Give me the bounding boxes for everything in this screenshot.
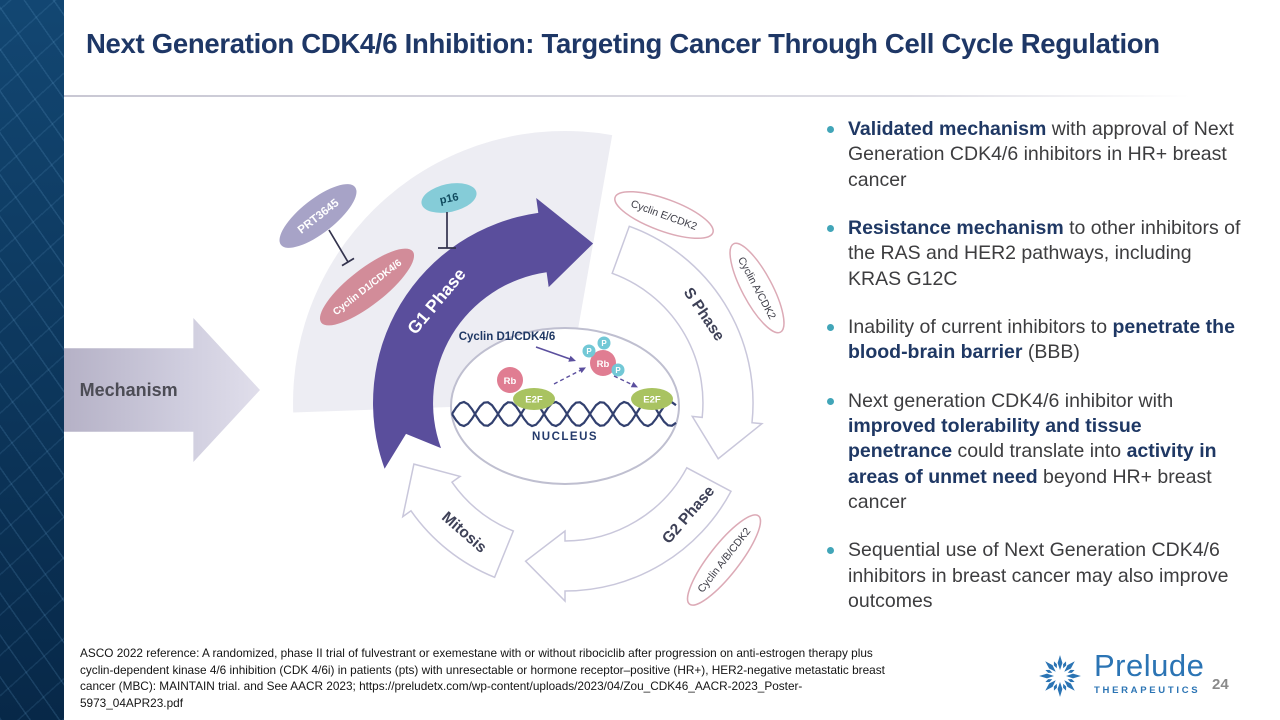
bullet-dot-icon xyxy=(827,225,834,233)
bullet-segment: could translate into xyxy=(952,440,1127,463)
bullet-segment: Inability of current inhibitors to xyxy=(848,316,1113,339)
g2-phase-arrow xyxy=(524,466,733,603)
s-phase-arrow xyxy=(611,225,764,460)
bullet-dot-icon xyxy=(827,397,834,405)
bullet-item: Validated mechanism with approval of Nex… xyxy=(827,117,1241,193)
bullet-dot-icon xyxy=(827,324,834,332)
logo-star-petal xyxy=(1057,682,1063,697)
p16-oval: p16 xyxy=(421,183,477,213)
decorative-side-band xyxy=(0,0,64,720)
page-number: 24 xyxy=(1212,676,1229,693)
cyclin-a-cdk2-oval: Cyclin A/CDK2 xyxy=(729,242,785,334)
phosphate-p-label: P xyxy=(601,339,607,348)
nucleus-label: NUCLEUS xyxy=(532,431,598,443)
logo-star-petal-small xyxy=(1053,683,1057,691)
prt3645-inhibition-bar xyxy=(328,229,355,267)
logo-star-petal-small xyxy=(1045,669,1053,673)
p16-inhibition-bar xyxy=(438,212,456,249)
mitosis-arrow xyxy=(401,463,515,579)
bullet-text: Validated mechanism with approval of Nex… xyxy=(848,117,1241,193)
bullet-segment: (BBB) xyxy=(1022,341,1080,364)
bullet-segment: beyond HR+ breast cancer xyxy=(848,465,1212,514)
bullet-item: Sequential use of Next Generation CDK4/6… xyxy=(827,538,1241,614)
dna-strand-a xyxy=(451,400,677,428)
e2f-free-arrowhead xyxy=(630,381,638,388)
bullet-segment: Next generation CDK4/6 inhibitor with xyxy=(848,389,1174,412)
bullet-item: Inability of current inhibitors to penet… xyxy=(827,315,1241,366)
prelude-logo-text: Prelude THERAPEUTICS xyxy=(1094,650,1204,696)
prelude-logo-subtext: THERAPEUTICS xyxy=(1094,685,1201,696)
bullet-segment-bold: penetrate the blood-brain barrier xyxy=(848,316,1235,364)
bullet-segment-bold: improved tolerability and tissue penetra… xyxy=(848,415,1142,463)
phosphorylation-arrowhead xyxy=(568,355,576,362)
logo-star-petal-small xyxy=(1053,661,1057,669)
bullet-text: Sequential use of Next Generation CDK4/6… xyxy=(848,538,1241,614)
rb-release-arrow xyxy=(553,369,582,385)
mechanism-arrow: Mechanism xyxy=(64,318,260,462)
bullet-segment: with approval of Next Generation CDK4/6 … xyxy=(848,118,1234,191)
bullet-segment-bold: activity in areas of unmet need xyxy=(848,440,1217,488)
logo-star-petal-small xyxy=(1045,679,1053,683)
logo-star-petal-small xyxy=(1067,679,1075,683)
e2f-ellipse xyxy=(513,388,555,410)
bullet-list: Validated mechanism with approval of Nex… xyxy=(827,117,1241,638)
g1-phase-arrow xyxy=(373,198,594,469)
page-title: Next Generation CDK4/6 Inhibition: Targe… xyxy=(86,28,1160,59)
e2f-label: E2F xyxy=(525,395,543,406)
phosphorylation-arrow xyxy=(535,346,571,360)
bullet-text: Inability of current inhibitors to penet… xyxy=(848,315,1241,366)
prelude-logo-icon xyxy=(1039,655,1081,697)
free-e2f-label: E2F xyxy=(643,395,661,406)
phospho-rb-label: Rb xyxy=(597,359,610,370)
logo-star-petal xyxy=(1064,680,1075,691)
logo-star-petal-small xyxy=(1063,661,1067,669)
dna-strand-b xyxy=(451,400,677,428)
cyclin-complex-label: Cyclin D1/CDK4/6 xyxy=(459,331,556,343)
bullet-text: Resistance mechanism to other inhibitors… xyxy=(848,216,1241,292)
logo-star-petal xyxy=(1039,673,1054,679)
bullet-segment: Sequential use of Next Generation CDK4/6… xyxy=(848,539,1229,613)
phosphate-p-circle xyxy=(611,363,625,377)
phosphate-p-label: P xyxy=(615,366,621,375)
phosphate-p-circle xyxy=(597,336,611,350)
logo-star-petal-small xyxy=(1067,669,1075,673)
logo-star-petal xyxy=(1057,655,1063,670)
logo-star-petal xyxy=(1064,661,1075,672)
bullet-dot-icon xyxy=(827,126,834,133)
logo-star-petal xyxy=(1045,661,1056,672)
cell-cycle-diagram: G1 Phase S Phase G2 Phase Mitosis Cyclin… xyxy=(279,130,785,606)
rb-label: Rb xyxy=(504,376,517,387)
bullet-segment-bold: Resistance mechanism xyxy=(848,217,1064,240)
bullet-segment-bold: Validated mechanism xyxy=(848,118,1047,140)
bullet-segment: to other inhibitors of the RAS and HER2 … xyxy=(848,217,1241,290)
bullet-item: Resistance mechanism to other inhibitors… xyxy=(827,216,1241,292)
rb-release-arrowhead xyxy=(578,367,586,374)
title-divider xyxy=(64,95,1190,97)
mechanism-arrow-label: Mechanism xyxy=(79,379,178,400)
p16-label: p16 xyxy=(439,191,460,207)
bullet-dot-icon xyxy=(827,547,834,555)
e2f-free-arrow xyxy=(613,375,634,386)
bullet-text: Next generation CDK4/6 inhibitor with im… xyxy=(848,389,1241,516)
rb-circle xyxy=(497,367,523,393)
logo-star-petal xyxy=(1045,680,1056,691)
phospho-rb-circle xyxy=(590,350,616,376)
phosphate-p-circle xyxy=(582,344,596,358)
free-e2f-ellipse xyxy=(631,388,673,410)
prelude-logo-wordmark: Prelude xyxy=(1094,648,1205,683)
footnote-text: ASCO 2022 reference: A randomized, phase… xyxy=(80,646,885,710)
prelude-logo: Prelude THERAPEUTICS xyxy=(1034,650,1204,702)
logo-star-petal xyxy=(1066,673,1081,679)
bullet-item: Next generation CDK4/6 inhibitor with im… xyxy=(827,389,1241,516)
phosphate-p-label: P xyxy=(586,347,592,356)
logo-star-petal-small xyxy=(1063,683,1067,691)
